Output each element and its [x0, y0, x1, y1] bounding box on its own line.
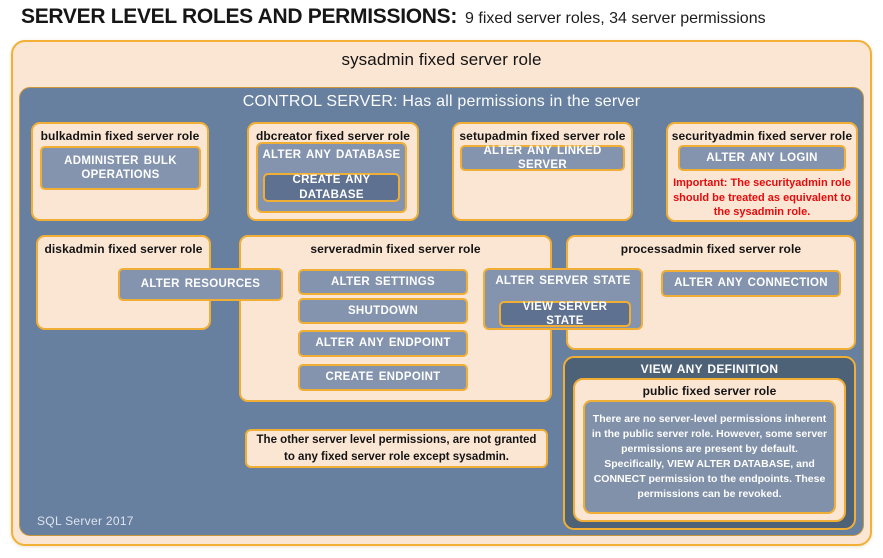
role-title-public: public fixed server role — [642, 384, 777, 398]
role-box-securityadmin: securityadmin fixed server role — [666, 122, 858, 222]
role-title-processadmin: processadmin fixed server role — [620, 242, 802, 256]
role-title-setupadmin: setupadmin fixed server role — [459, 129, 626, 143]
role-title-bulkadmin: bulkadmin fixed server role — [40, 129, 200, 143]
permission-alter-any-endpoint: ALTER ANY ENDPOINT — [298, 330, 468, 357]
permission-shutdown: SHUTDOWN — [298, 298, 468, 324]
permission-create-endpoint: CREATE ENDPOINT — [298, 364, 468, 391]
role-title-dbcreator: dbcreator fixed server role — [255, 129, 411, 143]
permission-view-any-definition-label: VIEW ANY DEFINITION — [640, 362, 779, 376]
permission-alter-any-linked-server: ALTER ANY LINKED SERVER — [460, 145, 625, 171]
page-title-main: SERVER LEVEL ROLES AND PERMISSIONS: — [21, 5, 458, 28]
page-title: SERVER LEVEL ROLES AND PERMISSIONS: 9 fi… — [21, 5, 766, 29]
permission-create-any-database: CREATE ANY DATABASE — [263, 173, 400, 202]
sql-server-version-label: SQL Server 2017 — [37, 514, 134, 528]
role-title-diskadmin: diskadmin fixed server role — [44, 242, 203, 256]
securityadmin-warning-text: Important: The securityadmin role should… — [673, 177, 851, 219]
other-permissions-footnote: The other server level permissions, are … — [245, 429, 548, 468]
permission-alter-settings: ALTER SETTINGS — [298, 269, 468, 295]
permission-alter-resources: ALTER RESOURCES — [118, 268, 283, 301]
role-title-serveradmin: serveradmin fixed server role — [310, 242, 481, 256]
sysadmin-role-title: sysadmin fixed server role — [341, 50, 542, 69]
page-title-subtitle: 9 fixed server roles, 34 server permissi… — [465, 10, 766, 27]
role-box-setupadmin: setupadmin fixed server role — [452, 122, 633, 221]
permission-alter-server-state-label: ALTER SERVER STATE — [495, 275, 631, 287]
permission-alter-any-database-label: ALTER ANY DATABASE — [262, 149, 401, 161]
role-title-securityadmin: securityadmin fixed server role — [671, 129, 853, 143]
control-server-title: CONTROL SERVER: Has all permissions in t… — [242, 93, 641, 110]
permission-administer-bulk-operations: ADMINISTER BULK OPERATIONS — [40, 146, 201, 190]
permission-alter-any-login: ALTER ANY LOGIN — [678, 145, 846, 171]
public-role-note: There are no server-level permissions in… — [583, 400, 836, 514]
permission-view-server-state: VIEW SERVER STATE — [499, 301, 631, 327]
permission-alter-any-connection: ALTER ANY CONNECTION — [661, 270, 841, 297]
